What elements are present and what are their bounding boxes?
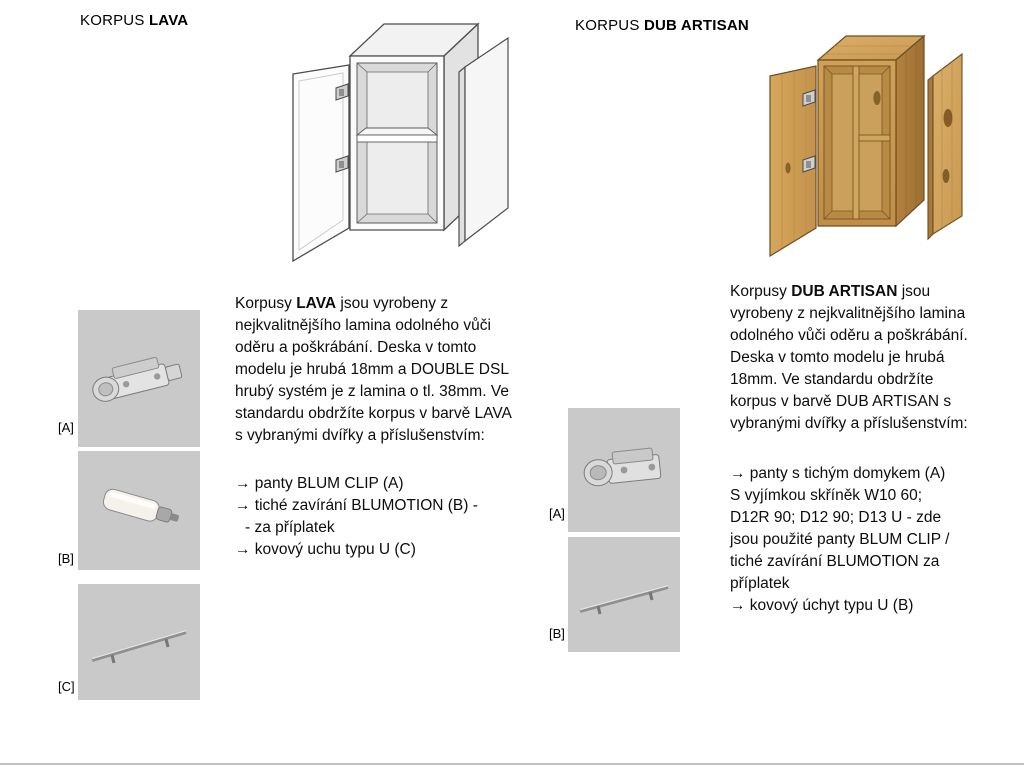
- cabinet-illustration-dub-artisan: [756, 18, 970, 268]
- desc-lead-dub: Korpusy: [730, 283, 787, 300]
- desc-rest-dub: jsou vyrobeny z nejkvalitnějšího lamina …: [730, 283, 968, 432]
- title-prefix-lava: KORPUS: [80, 12, 145, 29]
- title-prefix-dub: KORPUS: [575, 17, 640, 34]
- description-lava-paragraph: Korpusy LAVA jsou vyrobeny z nejkvalitně…: [235, 293, 522, 447]
- product-image-u-handle-dub: [568, 537, 680, 652]
- cabinet-lava-drawing: [292, 22, 509, 263]
- feature-line: - za příplatek: [245, 519, 335, 536]
- item-label-lava-b: [B]: [58, 551, 74, 566]
- desc-rest-lava: jsou vyrobeny z nejkvalitnějšího lamina …: [235, 295, 512, 444]
- hinge-blum-clip-icon: [92, 356, 183, 402]
- hinge-marks-lava: [335, 83, 349, 173]
- section-title-lava: KORPUS LAVA: [80, 12, 188, 29]
- title-name-lava: LAVA: [148, 12, 189, 29]
- item-label-dub-b: [B]: [549, 626, 565, 641]
- feature-line: → panty BLUM CLIP (A): [235, 475, 404, 492]
- product-image-damper-blumotion: [78, 451, 200, 570]
- cabinet-illustration-lava: [276, 4, 526, 269]
- features-list-dub: → panty s tichým domykem (A) S vyjímkou …: [730, 463, 973, 617]
- bottom-divider: [0, 763, 1024, 765]
- item-label-lava-a: [A]: [58, 420, 74, 435]
- description-lava: Korpusy LAVA jsou vyrobeny z nejkvalitně…: [235, 293, 522, 561]
- feature-line: → kovový uchu typu U (C): [235, 541, 416, 558]
- item-label-dub-a: [A]: [549, 506, 565, 521]
- title-name-dub: DUB ARTISAN: [643, 17, 749, 34]
- description-dub-artisan: Korpusy DUB ARTISAN jsou vyrobeny z nejk…: [730, 281, 973, 617]
- section-title-dub-artisan: KORPUS DUB ARTISAN: [575, 17, 749, 34]
- product-image-u-handle: [78, 584, 200, 700]
- feature-line: jsou použité panty BLUM CLIP /: [730, 531, 950, 548]
- description-dub-paragraph: Korpusy DUB ARTISAN jsou vyrobeny z nejk…: [730, 281, 973, 435]
- feature-line: → tiché zavírání BLUMOTION (B) -: [235, 497, 478, 514]
- feature-line: → kovový úchyt typu U (B): [730, 597, 914, 614]
- feature-line: → panty s tichým domykem (A): [730, 465, 946, 482]
- u-handle-icon: [91, 629, 187, 664]
- features-list-lava: → panty BLUM CLIP (A) → tiché zavírání B…: [235, 473, 522, 561]
- feature-line: příplatek: [730, 575, 790, 592]
- damper-blumotion-icon: [102, 488, 179, 523]
- hinge-marks-dub: [802, 89, 816, 173]
- u-handle-icon: [579, 584, 669, 615]
- cabinet-dub-drawing: [769, 34, 963, 258]
- feature-line: tiché zavírání BLUMOTION za: [730, 553, 940, 570]
- feature-line: S vyjímkou skříněk W10 60;: [730, 487, 923, 504]
- desc-bold-dub: DUB ARTISAN: [791, 283, 898, 300]
- hinge-soft-close-icon: [583, 447, 662, 487]
- product-image-hinge-blum-clip: [78, 310, 200, 447]
- feature-line: D12R 90; D12 90; D13 U - zde: [730, 509, 942, 526]
- desc-lead-lava: Korpusy: [235, 295, 292, 312]
- product-image-hinge-soft-close: [568, 408, 680, 532]
- item-label-lava-c: [C]: [58, 679, 75, 694]
- desc-bold-lava: LAVA: [296, 295, 337, 312]
